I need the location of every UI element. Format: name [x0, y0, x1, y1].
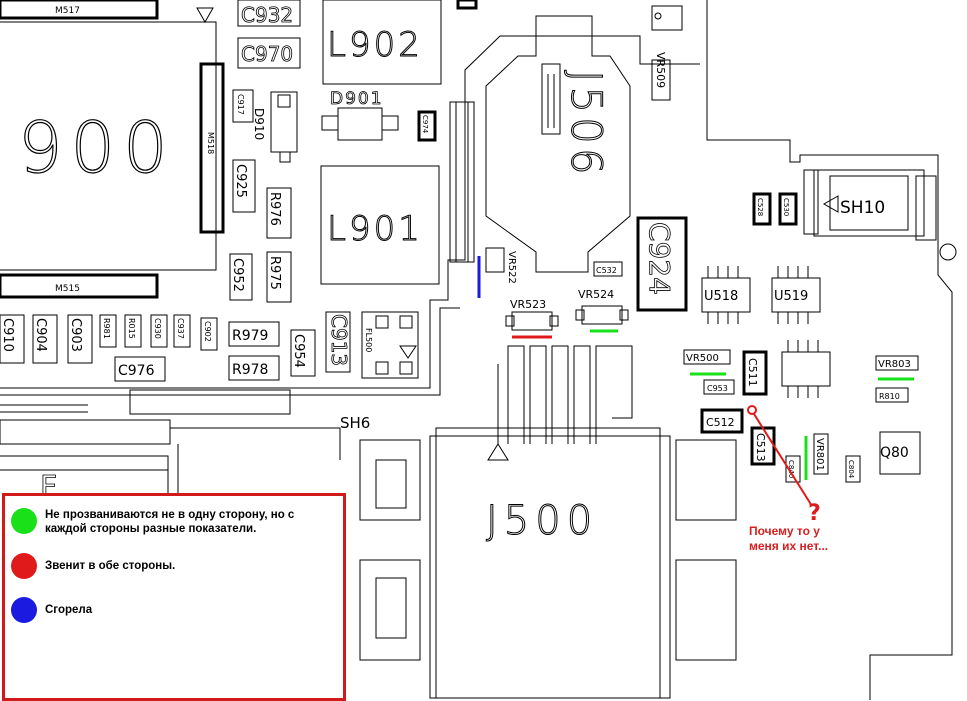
connector-j500	[359, 345, 737, 699]
label-c954: C954	[291, 334, 306, 368]
label-m515: M515	[55, 284, 80, 294]
label-r979: R979	[232, 328, 268, 344]
label-vr801: VR801	[814, 438, 825, 471]
red-dot-icon	[11, 553, 37, 579]
label-q800: Q80	[880, 445, 909, 461]
label-c513: C513	[754, 433, 767, 462]
legend-box: Не прозваниваются не в одну сторону, но …	[2, 493, 346, 701]
label-c840: C840	[787, 460, 795, 478]
label-c902: C902	[203, 321, 212, 342]
component-c924	[636, 216, 688, 312]
label-c925: C925	[233, 164, 248, 198]
label-vr523: VR523	[510, 298, 546, 311]
note-line-1: Почему то у	[749, 524, 820, 538]
label-c530: C530	[782, 198, 790, 216]
label-vr524: VR524	[578, 288, 614, 301]
label-c917: C917	[236, 94, 245, 115]
pointer-question-mark: ?	[808, 501, 821, 526]
label-vr803: VR803	[878, 359, 911, 370]
label-c937: C937	[176, 318, 185, 339]
legend-text-red: Звенит в обе стороны.	[45, 560, 176, 572]
legend-item-red: Звенит в обе стороны.	[11, 553, 315, 579]
label-r975: R975	[267, 256, 282, 290]
label-d901: D901	[330, 89, 384, 109]
label-m517: M517	[55, 6, 80, 16]
label-c976: C976	[118, 363, 155, 379]
label-c913: C913	[327, 314, 351, 366]
note-line-2: меня их нет...	[749, 539, 829, 553]
module-900	[0, 0, 225, 299]
label-c924: C924	[643, 222, 676, 295]
label-r976: R976	[267, 192, 282, 226]
label-m518: M518	[206, 132, 215, 154]
label-sh6: SH6	[340, 414, 370, 432]
label-u519: U519	[774, 289, 808, 304]
label-c930: C930	[153, 318, 162, 339]
pointer-circle	[747, 405, 757, 415]
label-vr500: VR500	[686, 353, 719, 364]
label-c804: C804	[847, 460, 855, 479]
legend-text-green: Не прозваниваются не в одну сторону, но …	[45, 509, 295, 535]
legend-item-green: Не прозваниваются не в одну сторону, но …	[11, 508, 315, 536]
label-c910: C910	[0, 318, 15, 352]
label-c904: C904	[33, 318, 48, 352]
label-j506: J506	[562, 70, 611, 179]
question-note: Почему то у меня их нет...	[749, 524, 869, 554]
label-c953: C953	[707, 384, 728, 393]
label-c532: C532	[596, 266, 617, 275]
label-r981: R981	[102, 318, 111, 339]
label-l902: L902	[327, 25, 423, 65]
label-c932: C932	[241, 3, 293, 27]
label-u518: U518	[704, 289, 738, 304]
label-r015: R015	[127, 318, 136, 339]
label-sh10: SH10	[840, 198, 885, 218]
label-r978: R978	[232, 362, 268, 378]
label-c974: C974	[421, 115, 429, 134]
green-dot-icon	[11, 508, 37, 534]
label-c528: C528	[756, 198, 764, 216]
label-900: 900	[18, 107, 176, 189]
label-c512: C512	[706, 416, 735, 429]
label-d910: D910	[252, 108, 266, 140]
label-vr509: VR509	[654, 52, 667, 88]
connector-j506	[485, 15, 631, 273]
label-c903: C903	[68, 318, 83, 352]
pointer-line	[753, 413, 813, 507]
label-r810: R810	[879, 392, 900, 401]
label-j500: J500	[486, 498, 598, 544]
blue-dot-icon	[11, 597, 37, 623]
label-c952: C952	[230, 258, 245, 292]
label-l901: L901	[327, 209, 423, 249]
label-c511: C511	[746, 358, 759, 387]
label-fl500: FL500	[364, 328, 373, 352]
label-c970: C970	[241, 42, 293, 66]
legend-text-blue: Сгорела	[45, 604, 93, 616]
label-vr522: VR522	[506, 251, 517, 284]
legend-item-blue: Сгорела	[11, 597, 315, 623]
